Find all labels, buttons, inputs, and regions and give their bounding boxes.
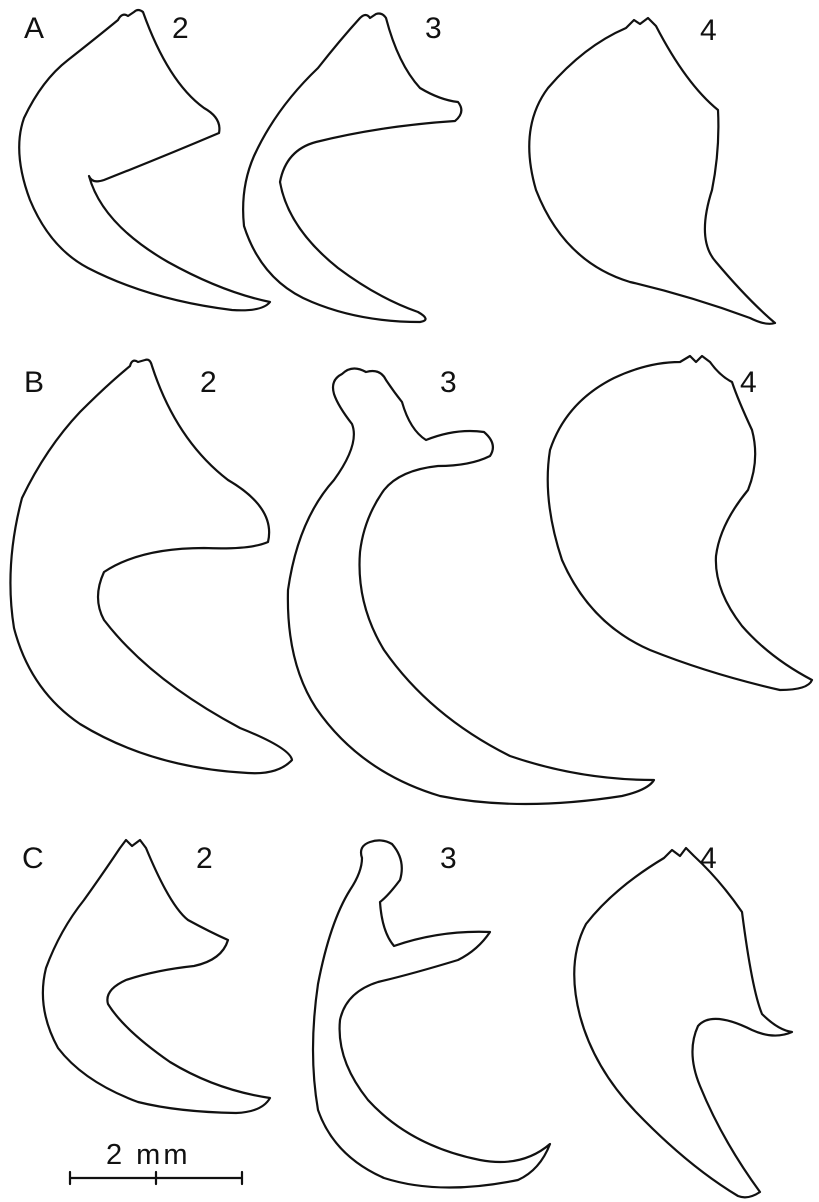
specimen-c2: 2 [41,838,272,1115]
specimen-b4: 4 [546,354,814,692]
row-label-a: A [24,12,44,45]
specimen-a2: 2 [18,8,272,312]
row-c: C 2 3 4 [22,838,794,1199]
specimen-b3-outline [286,367,656,806]
specimen-b2-number: 2 [200,366,217,399]
row-label-b: B [24,366,44,399]
specimen-c3: 3 [311,839,552,1189]
row-label-c: C [22,842,44,875]
specimen-b4-outline [546,354,814,692]
specimen-c2-number: 2 [196,842,213,875]
specimen-b3: 3 [286,366,656,806]
specimen-a4-outline [528,16,777,325]
specimen-c4-outline [573,846,794,1199]
specimen-a4-number: 4 [700,14,717,47]
specimen-b2-outline [9,358,294,775]
specimen-c3-outline [311,839,552,1189]
specimen-a4: 4 [528,14,777,325]
row-b: B 2 3 4 [9,354,814,806]
specimen-c4: 4 [573,842,794,1199]
specimen-a3-outline [242,12,463,324]
specimen-b4-number: 4 [740,366,757,399]
specimen-a3: 3 [242,12,463,324]
specimen-b2: 2 [9,358,294,775]
row-a: A 2 3 4 [18,8,777,325]
scale-bar: 2 mm [68,1139,244,1186]
specimen-b3-number: 3 [440,366,457,399]
specimen-a3-number: 3 [425,12,442,45]
specimen-c3-number: 3 [440,842,457,875]
specimen-a2-outline [18,8,272,312]
scale-bar-label: 2 mm [106,1139,191,1171]
specimen-a2-number: 2 [172,12,189,45]
specimen-c4-number: 4 [700,842,717,875]
specimen-c2-outline [41,838,272,1115]
